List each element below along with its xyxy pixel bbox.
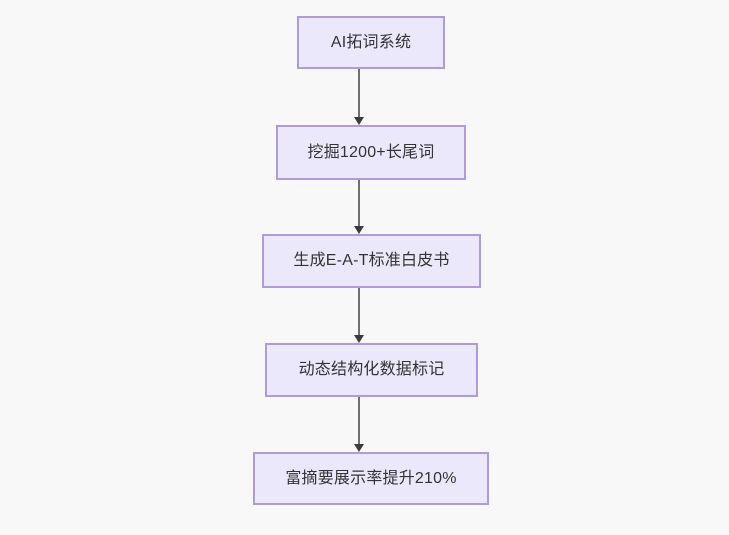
flow-node-label: 挖掘1200+长尾词 [307,143,435,161]
flow-connector-1 [346,69,372,125]
flow-node-rich-snippet-impression-uplift[interactable]: 富摘要展示率提升210% [253,452,489,505]
arrowhead-down-icon [354,444,364,452]
flow-node-label: 动态结构化数据标记 [298,361,445,378]
flow-node-label: 富摘要展示率提升210% [285,469,457,487]
arrowhead-down-icon [354,335,364,343]
flow-connector-2 [346,180,372,234]
flow-node-ai-keyword-system[interactable]: AI拓词系统 [297,16,445,69]
flow-node-generate-eat-whitepaper[interactable]: 生成E-A-T标准白皮书 [262,234,481,288]
connector-line [358,69,360,118]
connector-line [358,288,360,336]
flow-node-mine-longtail-keywords[interactable]: 挖掘1200+长尾词 [276,125,466,180]
flow-node-dynamic-structured-data-markup[interactable]: 动态结构化数据标记 [265,343,478,397]
arrowhead-down-icon [354,226,364,234]
connector-line [358,397,360,445]
flow-node-label: 生成E-A-T标准白皮书 [293,252,450,269]
arrowhead-down-icon [354,117,364,125]
connector-line [358,180,360,227]
flow-connector-4 [346,397,372,452]
flow-connector-3 [346,288,372,343]
flow-node-label: AI拓词系统 [330,33,412,51]
